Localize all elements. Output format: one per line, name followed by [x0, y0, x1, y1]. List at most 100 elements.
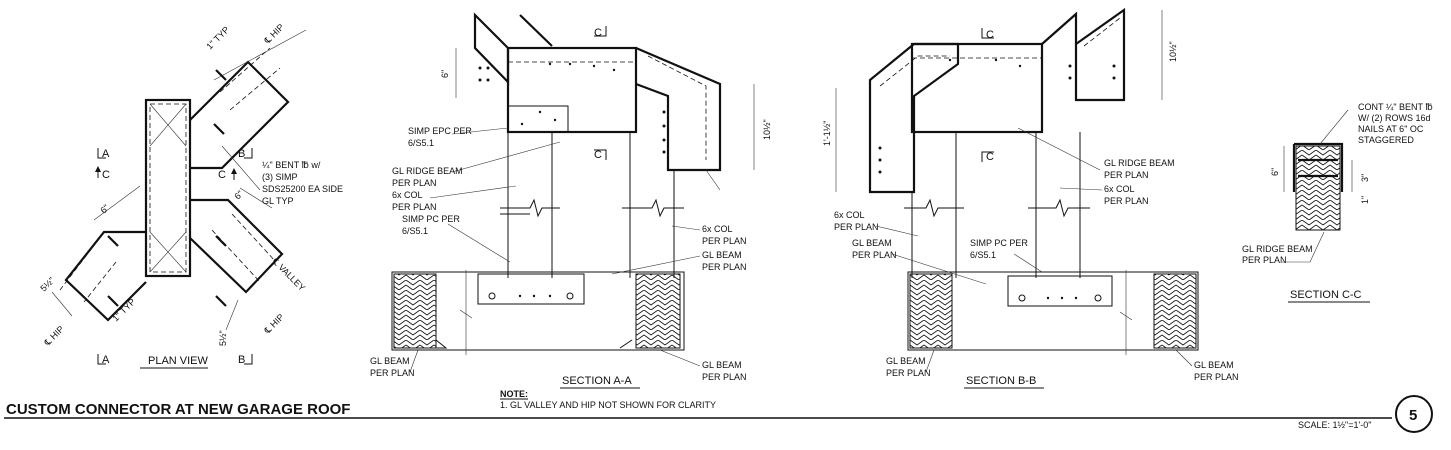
- svg-text:6/S5.1: 6/S5.1: [402, 226, 428, 236]
- detail-number-bubble: [1395, 395, 1433, 433]
- epc-plate: [507, 105, 569, 133]
- pc-plate-a: [477, 273, 585, 305]
- svg-text:STAGGERED: STAGGERED: [1358, 135, 1414, 145]
- svg-text:3": 3": [1360, 174, 1370, 182]
- svg-text:10½": 10½": [1168, 41, 1178, 62]
- bolt-marks: [107, 69, 227, 307]
- svg-text:6": 6": [98, 203, 111, 216]
- svg-text:GL RIDGE BEAM: GL RIDGE BEAM: [392, 166, 463, 176]
- valley-arm-lower-right: [189, 198, 284, 294]
- svg-text:CONT ¼" BENT ℔: CONT ¼" BENT ℔: [1358, 102, 1433, 112]
- svg-text:℄ VALLEY: ℄ VALLEY: [270, 256, 307, 293]
- svg-text:6x COL: 6x COL: [392, 190, 423, 200]
- hanger-right-a: [635, 46, 722, 172]
- svg-text:C: C: [594, 149, 602, 161]
- section-b-caption: SECTION B-B: [966, 375, 1036, 387]
- svg-text:C: C: [986, 151, 994, 163]
- section-mark-a-bottom: A: [97, 354, 110, 366]
- svg-text:6": 6": [232, 189, 245, 202]
- svg-text:6x COL: 6x COL: [834, 210, 865, 220]
- svg-text:PER PLAN: PER PLAN: [1104, 170, 1149, 180]
- svg-text:C: C: [102, 169, 110, 181]
- svg-text:6": 6": [1270, 168, 1280, 176]
- svg-text:SDS25200 EA SIDE: SDS25200 EA SIDE: [262, 184, 343, 194]
- svg-text:GL BEAM: GL BEAM: [852, 238, 892, 248]
- svg-text:PER PLAN: PER PLAN: [702, 236, 747, 246]
- svg-text:1": 1": [1360, 196, 1370, 204]
- svg-text:B: B: [238, 354, 245, 366]
- svg-text:GL RIDGE BEAM: GL RIDGE BEAM: [1104, 158, 1175, 168]
- svg-text:A: A: [102, 148, 110, 160]
- note-heading: NOTE:: [500, 389, 528, 399]
- svg-text:PER PLAN: PER PLAN: [1104, 196, 1149, 206]
- gl-beam-section-a: [391, 271, 685, 351]
- svg-text:6/S5.1: 6/S5.1: [970, 250, 996, 260]
- section-b: 1'-1½" 10½" C C GL RIDGE BEAM PER PLAN 6…: [822, 7, 1239, 389]
- svg-text:6/S5.1: 6/S5.1: [408, 138, 434, 148]
- flap-right-b: [1074, 7, 1126, 102]
- ridge-member-plan: [144, 98, 192, 278]
- hanger-left-b: [868, 42, 960, 194]
- svg-text:PER PLAN: PER PLAN: [834, 222, 879, 232]
- svg-text:GL BEAM: GL BEAM: [702, 250, 742, 260]
- svg-text:GL BEAM: GL BEAM: [370, 356, 410, 366]
- svg-text:PER PLAN: PER PLAN: [392, 178, 437, 188]
- svg-text:PER PLAN: PER PLAN: [1242, 255, 1287, 265]
- svg-text:W/ (2) ROWS 16d: W/ (2) ROWS 16d: [1358, 113, 1431, 123]
- svg-text:1'-1½": 1'-1½": [822, 121, 832, 146]
- svg-text:GL RIDGE BEAM: GL RIDGE BEAM: [1242, 244, 1313, 254]
- section-c: 6" 3" 1" CONT ¼" BENT ℔ W/ (2) ROWS 16d …: [1242, 102, 1433, 303]
- svg-text:10½": 10½": [762, 119, 772, 140]
- svg-text:SIMP PC PER: SIMP PC PER: [970, 238, 1028, 248]
- svg-text:B: B: [238, 148, 245, 160]
- section-mark-c-left: C: [95, 166, 110, 181]
- svg-text:SIMP PC PER: SIMP PC PER: [402, 214, 460, 224]
- section-a: 6" 10½" C C SIMP EPC PER 6/S5.1 GL RIDGE…: [370, 12, 772, 389]
- svg-text:A: A: [102, 354, 110, 366]
- svg-text:PER PLAN: PER PLAN: [702, 372, 747, 382]
- svg-text:GL BEAM: GL BEAM: [886, 356, 926, 366]
- pc-plate-b: [1007, 275, 1113, 307]
- svg-text:1" TYP: 1" TYP: [204, 25, 231, 52]
- hip-arm-upper: [189, 60, 290, 170]
- svg-text:C: C: [986, 29, 994, 41]
- plan-view-caption: PLAN VIEW: [148, 355, 209, 367]
- detail-number: 5: [1409, 407, 1417, 424]
- svg-text:GL BEAM: GL BEAM: [1194, 360, 1234, 370]
- svg-text:℄ HIP: ℄ HIP: [262, 312, 286, 336]
- gl-beam-section-b: [907, 271, 1199, 351]
- note-text: 1. GL VALLEY AND HIP NOT SHOWN FOR CLARI…: [500, 400, 716, 410]
- ridge-beam-section-c: [1295, 145, 1341, 231]
- svg-text:℄ HIP: ℄ HIP: [262, 22, 286, 46]
- svg-text:C: C: [594, 27, 602, 39]
- svg-text:PER PLAN: PER PLAN: [702, 262, 747, 272]
- scale-label: SCALE: 1½"=1'-0": [1298, 420, 1371, 430]
- plan-view: A C B C A B 1" TYP 1" TYP 6" 6" 5½": [38, 22, 343, 369]
- section-mark-b-bottom: B: [238, 354, 253, 366]
- ridge-beam-section-a: [506, 46, 638, 134]
- svg-text:6x COL: 6x COL: [1104, 184, 1135, 194]
- svg-text:6x COL: 6x COL: [702, 224, 733, 234]
- svg-text:℄ HIP: ℄ HIP: [42, 324, 66, 348]
- svg-text:C: C: [218, 169, 226, 181]
- svg-text:NAILS AT 6" OC: NAILS AT 6" OC: [1358, 124, 1424, 134]
- section-mark-c-right: C: [218, 168, 237, 181]
- section-c-caption: SECTION C-C: [1290, 289, 1362, 301]
- svg-text:PER PLAN: PER PLAN: [1194, 372, 1239, 382]
- svg-text:5½": 5½": [38, 275, 56, 293]
- title-block: CUSTOM CONNECTOR AT NEW GARAGE ROOF NOTE…: [4, 389, 1433, 433]
- svg-text:6": 6": [440, 70, 450, 78]
- section-mark-a-top: A: [97, 148, 110, 160]
- svg-text:5½": 5½": [218, 330, 228, 346]
- svg-text:(3) SIMP: (3) SIMP: [262, 172, 298, 182]
- svg-text:GL TYP: GL TYP: [262, 196, 294, 206]
- svg-text:1" TYP: 1" TYP: [110, 297, 137, 324]
- detail-title: CUSTOM CONNECTOR AT NEW GARAGE ROOF: [6, 401, 350, 418]
- hip-arm-lower-left: [64, 230, 147, 322]
- svg-text:PER PLAN: PER PLAN: [370, 368, 415, 378]
- section-a-caption: SECTION A-A: [562, 375, 632, 387]
- svg-text:GL BEAM: GL BEAM: [702, 360, 742, 370]
- svg-text:PER PLAN: PER PLAN: [886, 368, 931, 378]
- svg-text:SIMP EPC PER: SIMP EPC PER: [408, 126, 472, 136]
